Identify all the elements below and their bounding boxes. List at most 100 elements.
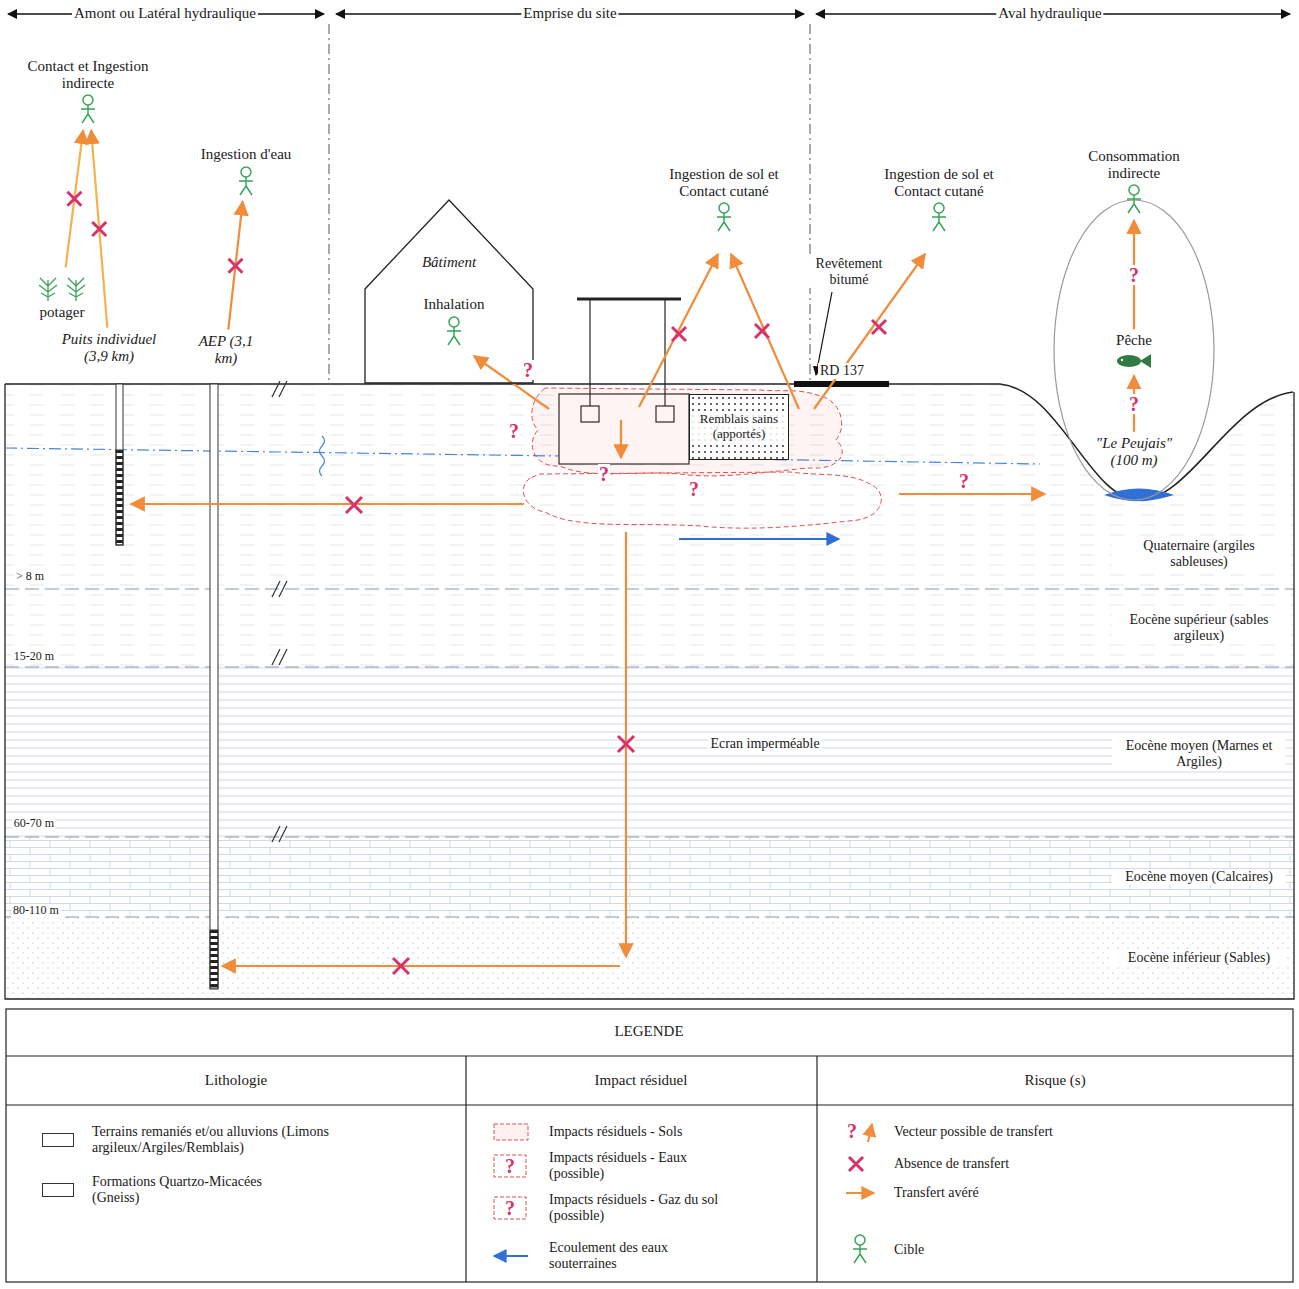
legend-text: Impacts résiduels - Eaux (possible) — [549, 1150, 729, 1182]
no-transfer-cross — [92, 222, 106, 236]
possible-transfer-mark: ? — [598, 464, 610, 484]
section-frame — [5, 384, 1294, 999]
connector-path — [66, 130, 83, 267]
node-text: Ingestion de sol et Contact cutané — [882, 166, 997, 201]
possible-transfer-mark: ? — [1128, 394, 1140, 414]
connector-path — [91, 130, 107, 328]
node-text: potager — [27, 304, 97, 321]
target-node: Contact et Ingestion indirecte — [26, 58, 151, 127]
text-label: Quaternaire (argiles sableuses) — [1112, 538, 1286, 570]
possible-transfer-mark: ? — [522, 360, 534, 380]
leader-line — [816, 292, 832, 375]
no-transfer-cross — [346, 320, 886, 974]
target-node: Ingestion de sol et Contact cutané — [882, 166, 997, 235]
target-node: Ingestion d'eau — [191, 146, 301, 197]
building-shape: BâtimentInhalation — [364, 199, 534, 384]
target-icon — [927, 202, 951, 232]
legend-text: Transfert avéré — [894, 1185, 979, 1201]
text-label: Aval hydraulique — [996, 5, 1103, 22]
target-icon — [712, 202, 736, 232]
target-node: Pêche — [1099, 332, 1169, 371]
road — [794, 381, 889, 387]
text-label: Eocène inférieur (Sables) — [1112, 950, 1286, 966]
legend-swatch — [42, 1183, 74, 1197]
node-text: Ingestion de sol et Contact cutané — [667, 166, 782, 201]
target-icon — [442, 316, 466, 346]
text-label: Lithologie — [203, 1072, 270, 1089]
node-text: "Le Peujais" (100 m) — [1093, 435, 1175, 470]
node-text: Pêche — [1099, 332, 1169, 349]
target-node: Consommation indirecte — [1079, 148, 1189, 217]
text-label: Eocène supérieur (sables argileux) — [1112, 612, 1286, 644]
target-icon — [76, 94, 100, 124]
legend-frame — [6, 1009, 1293, 1282]
transfer-arrows — [131, 254, 1045, 966]
legend-text: Ecoulement des eaux souterraines — [549, 1240, 669, 1272]
target-icon — [234, 166, 258, 196]
wells — [116, 384, 218, 989]
node-text: Ingestion d'eau — [191, 146, 301, 163]
building-outline — [364, 199, 534, 384]
node-text: AEP (3,1 km) — [191, 333, 261, 368]
possible-transfer-mark: ? — [504, 1198, 516, 1218]
no-transfer-cross — [67, 192, 81, 206]
target-node: Ingestion de sol et Contact cutané — [667, 166, 782, 235]
possible-transfer-mark: ? — [958, 471, 970, 491]
target-icon — [1122, 184, 1146, 214]
target-node: potager — [27, 270, 97, 321]
target-node: AEP (3,1 km) — [191, 333, 261, 368]
transfer-connector — [66, 130, 83, 267]
node-text: Remblais sains (apportés) — [690, 411, 788, 443]
legend-text: Cible — [894, 1242, 924, 1258]
possible-transfer-mark: ? — [846, 1121, 858, 1141]
target-node: "Le Peujais" (100 m) — [1093, 435, 1175, 470]
pathway-loop — [1054, 200, 1214, 500]
legend-text: Vecteur possible de transfert — [894, 1124, 1053, 1140]
target-node: Puits individuel (3,9 km) — [62, 331, 157, 366]
text-label: Risque (s) — [1022, 1072, 1087, 1089]
possible-transfer-mark: ? — [688, 479, 700, 499]
water-table — [5, 448, 1040, 464]
possible-transfer-mark: ? — [1128, 265, 1140, 285]
text-label: Impact résiduel — [593, 1072, 690, 1089]
section-arrows — [8, 13, 1290, 14]
no-transfer-cross — [228, 259, 242, 273]
transfer-connector — [228, 202, 242, 330]
legend-text: Terrains remaniés et/ou alluvions (Limon… — [92, 1124, 342, 1156]
node-text: Bâtiment — [364, 254, 534, 271]
water-table-symbol — [320, 436, 325, 476]
transfer-connector — [1134, 220, 1135, 329]
text-label: > 8 m — [14, 570, 46, 584]
legend-samples — [494, 1124, 874, 1263]
connector-path — [228, 202, 242, 330]
text-label: 15-20 m — [12, 650, 56, 664]
text-label: 80-110 m — [11, 904, 61, 918]
text-label: 60-70 m — [12, 817, 56, 831]
target-node: Inhalation — [409, 296, 499, 347]
garden-icon — [34, 272, 90, 302]
text-label: Amont ou Latéral hydraulique — [72, 5, 258, 22]
transfer-connector — [91, 130, 107, 328]
node-text: Contact et Ingestion indirecte — [26, 58, 151, 93]
text-label: RD 137 — [818, 363, 866, 379]
legend-text: Impacts résiduels - Sols — [549, 1124, 682, 1140]
text-label: Eocène moyen (Marnes et Argiles) — [1112, 738, 1286, 770]
text-label: Ecran imperméable — [708, 736, 821, 752]
node-text: Consommation indirecte — [1079, 148, 1189, 183]
possible-transfer-mark: ? — [504, 1156, 516, 1176]
break-marks — [272, 381, 287, 842]
water-impact-zone — [523, 472, 881, 528]
text-label: Eocène moyen (Calcaires) — [1112, 869, 1286, 885]
legend-text: Impacts résiduels - Gaz du sol (possible… — [549, 1192, 749, 1224]
strata — [5, 383, 1294, 999]
fill-box: Remblais sains (apportés) — [689, 394, 789, 460]
node-text: Inhalation — [409, 296, 499, 313]
transfer-connector — [1134, 376, 1135, 432]
connector-path — [1133, 376, 1135, 432]
fish-icon — [1115, 352, 1153, 370]
legend-swatch — [42, 1133, 74, 1147]
node-text: Puits individuel (3,9 km) — [62, 331, 157, 366]
